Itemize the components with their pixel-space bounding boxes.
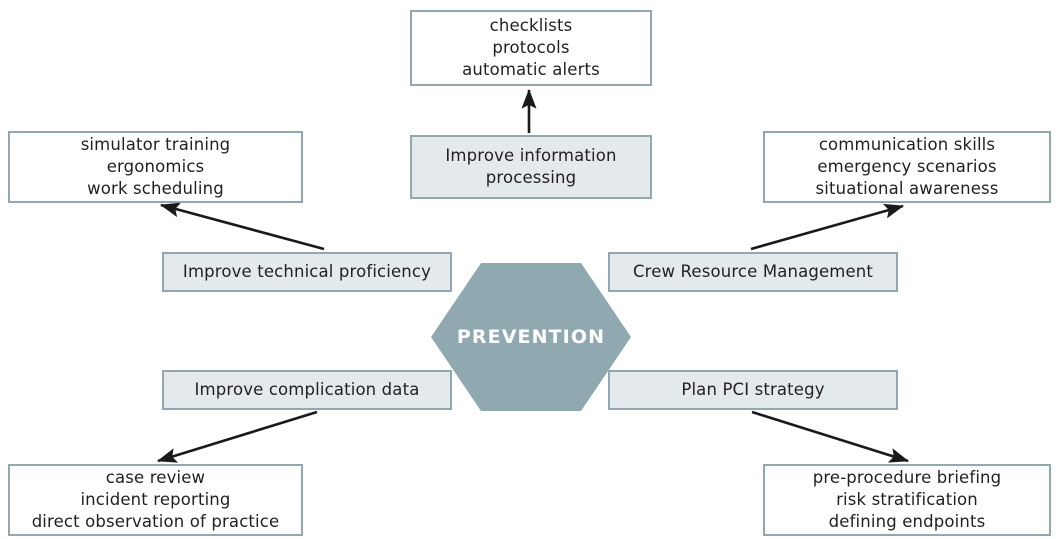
- node-improve-information-processing-lines: Improve information processing: [412, 145, 650, 189]
- node-improve-information-processing-line-1: Improve information: [445, 146, 617, 166]
- node-case-review-lines: case review incident reporting direct ob…: [10, 467, 301, 533]
- node-plan-pci-strategy-lines: Plan PCI strategy: [610, 379, 896, 401]
- node-pre-procedure-briefing-lines: pre-procedure briefing risk stratificati…: [765, 467, 1049, 533]
- arrow-crew-to-communication: [750, 203, 905, 251]
- node-pre-procedure-briefing-line-3: defining endpoints: [828, 511, 986, 531]
- node-improve-complication-data-lines: Improve complication data: [164, 379, 450, 401]
- node-checklists: checklists protocols automatic alerts: [410, 10, 652, 86]
- arrow-technical-to-simulator: [159, 202, 325, 251]
- node-simulator-training-lines: simulator training ergonomics work sched…: [10, 134, 301, 200]
- node-case-review-line-1: case review: [105, 468, 206, 488]
- node-checklists-line-3: automatic alerts: [462, 59, 600, 79]
- arrow-pci-to-pre-procedure: [751, 410, 909, 463]
- hexagon-label: PREVENTION: [456, 326, 606, 348]
- node-simulator-training-line-3: work scheduling: [87, 178, 224, 198]
- node-communication-skills-line-3: situational awareness: [815, 178, 999, 198]
- node-checklists-lines: checklists protocols automatic alerts: [412, 15, 650, 81]
- node-plan-pci-strategy: Plan PCI strategy: [608, 370, 898, 410]
- node-communication-skills-lines: communication skills emergency scenarios…: [765, 134, 1049, 200]
- node-simulator-training: simulator training ergonomics work sched…: [8, 131, 303, 203]
- node-crew-resource-management: Crew Resource Management: [608, 252, 898, 292]
- node-communication-skills-line-2: emergency scenarios: [817, 157, 997, 177]
- node-pre-procedure-briefing-line-2: risk stratification: [836, 490, 978, 510]
- node-improve-information-processing-line-2: processing: [485, 168, 577, 187]
- node-improve-information-processing: Improve information processing: [410, 135, 652, 199]
- node-pre-procedure-briefing-line-1: pre-procedure briefing: [812, 468, 1002, 488]
- node-crew-resource-management-lines: Crew Resource Management: [610, 261, 896, 283]
- node-case-review: case review incident reporting direct ob…: [8, 464, 303, 536]
- prevention-hexagon: PREVENTION: [431, 263, 631, 411]
- node-crew-resource-management-line-1: Crew Resource Management: [632, 262, 874, 282]
- node-case-review-line-3: direct observation of practice: [31, 511, 280, 531]
- node-improve-complication-data-line-1: Improve complication data: [194, 380, 420, 400]
- node-improve-technical-proficiency-lines: Improve technical proficiency: [164, 261, 450, 283]
- node-pre-procedure-briefing: pre-procedure briefing risk stratificati…: [763, 464, 1051, 536]
- node-improve-technical-proficiency-line-1: Improve technical proficiency: [182, 262, 432, 282]
- node-case-review-line-2: incident reporting: [80, 490, 231, 510]
- node-improve-technical-proficiency: Improve technical proficiency: [162, 252, 452, 292]
- node-improve-complication-data: Improve complication data: [162, 370, 452, 410]
- node-checklists-line-2: protocols: [492, 38, 570, 58]
- node-checklists-line-1: checklists: [489, 16, 573, 36]
- node-simulator-training-line-2: ergonomics: [106, 157, 205, 177]
- node-simulator-training-line-1: simulator training: [80, 135, 231, 155]
- node-communication-skills: communication skills emergency scenarios…: [763, 131, 1051, 203]
- node-communication-skills-line-1: communication skills: [818, 135, 996, 155]
- node-plan-pci-strategy-line-1: Plan PCI strategy: [681, 380, 825, 400]
- arrow-complication-to-case-review: [157, 410, 318, 463]
